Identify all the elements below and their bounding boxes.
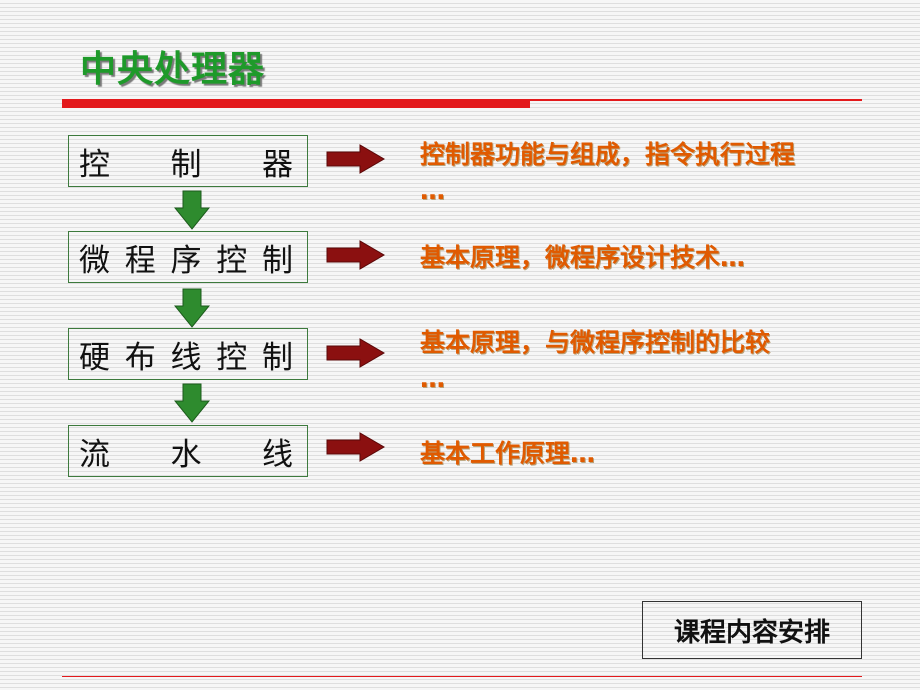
title-underline-thick	[62, 99, 530, 108]
stage-char: 线	[262, 436, 293, 473]
stage-label-controller: 控 制 器	[79, 136, 293, 186]
stage-char: 硬	[79, 339, 110, 376]
stage-char: 程	[124, 242, 156, 279]
stage-label-pipeline: 流 水 线	[79, 426, 293, 476]
stage-box-pipeline: 流 水 线	[68, 425, 308, 477]
stage-char: 布	[124, 339, 156, 376]
stage-label-microprogram: 微 程 序 控 制	[79, 232, 293, 282]
right-arrow-icon	[326, 432, 385, 462]
desc-line: …	[420, 176, 445, 205]
bottom-rule	[62, 676, 862, 677]
stage-char: 微	[79, 242, 110, 279]
down-arrow-icon	[174, 288, 210, 328]
page-title: 中央处理器	[80, 49, 266, 90]
down-arrow-icon	[174, 190, 210, 230]
stage-char: 控	[216, 339, 248, 376]
stage-char: 线	[170, 339, 202, 376]
footer-label-box: 课程内容安排	[642, 601, 862, 659]
stage-char: 控	[79, 146, 110, 183]
stage-char: 流	[79, 436, 110, 473]
stage-box-controller: 控 制 器	[68, 135, 308, 187]
stage-char: 序	[170, 242, 202, 279]
stage-char: 制	[262, 242, 293, 279]
stage-box-microprogram: 微 程 序 控 制	[68, 231, 308, 283]
down-arrow-icon	[174, 383, 210, 423]
desc-line: 基本工作原理…	[420, 439, 596, 468]
stage-char: 制	[170, 146, 202, 183]
stage-label-hardwired: 硬 布 线 控 制	[79, 329, 293, 379]
right-arrow-icon	[326, 240, 385, 270]
stage-desc-pipeline: 基本工作原理…	[420, 436, 595, 472]
title-underline-thin	[530, 99, 862, 101]
stage-desc-microprogram: 基本原理，微程序设计技术…	[420, 240, 745, 276]
desc-line: …	[420, 364, 445, 393]
desc-line: 基本原理，微程序设计技术…	[420, 243, 746, 272]
stage-box-hardwired: 硬 布 线 控 制	[68, 328, 308, 380]
desc-line: 控制器功能与组成，指令执行过程	[420, 140, 796, 169]
stage-char: 器	[262, 146, 293, 183]
stage-desc-controller: 控制器功能与组成，指令执行过程 …	[420, 137, 795, 209]
stage-desc-hardwired: 基本原理，与微程序控制的比较 …	[420, 325, 770, 397]
right-arrow-icon	[326, 144, 385, 174]
stage-char: 控	[216, 242, 248, 279]
right-arrow-icon	[326, 338, 385, 368]
stage-char: 水	[170, 436, 202, 473]
desc-line: 基本原理，与微程序控制的比较	[420, 328, 771, 357]
stage-char: 制	[262, 339, 293, 376]
